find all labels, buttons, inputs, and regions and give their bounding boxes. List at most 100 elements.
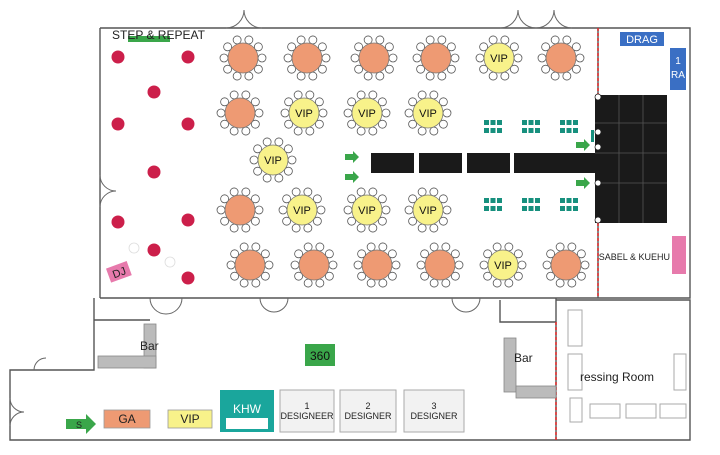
chair bbox=[535, 128, 540, 133]
round-table bbox=[219, 35, 267, 81]
chair bbox=[560, 198, 565, 203]
cocktail-table bbox=[147, 85, 161, 99]
vip-table-label: VIP bbox=[490, 53, 508, 65]
green-arrows bbox=[345, 139, 590, 189]
vip-table-label: VIP bbox=[419, 108, 437, 120]
vip-round-table: VIP bbox=[280, 90, 328, 136]
chair bbox=[484, 206, 489, 211]
designer-1-number: 1 bbox=[304, 401, 309, 411]
round-table bbox=[542, 242, 590, 288]
chair bbox=[573, 206, 578, 211]
cocktail-table bbox=[181, 271, 195, 285]
chair bbox=[535, 198, 540, 203]
chair bbox=[522, 198, 527, 203]
vip-table-label: VIP bbox=[358, 108, 376, 120]
dressing-room-label: ressing Room bbox=[580, 370, 654, 384]
race-label-2: RA bbox=[671, 70, 685, 81]
chair bbox=[528, 198, 534, 203]
arrow-marker bbox=[345, 171, 359, 183]
chair bbox=[528, 206, 534, 211]
chair bbox=[490, 120, 496, 125]
chair bbox=[522, 120, 527, 125]
chair bbox=[497, 128, 502, 133]
booth-360-label: 360 bbox=[310, 349, 330, 363]
door-swings bbox=[9, 9, 573, 427]
round-table bbox=[353, 242, 401, 288]
chair bbox=[484, 128, 489, 133]
vip-check-in bbox=[167, 409, 213, 429]
booth-360 bbox=[305, 344, 335, 366]
round-table bbox=[290, 242, 338, 288]
entrance-label: S bbox=[76, 420, 82, 430]
chair bbox=[490, 198, 496, 203]
ga-label: GA bbox=[118, 412, 135, 426]
round-table bbox=[216, 187, 264, 233]
chair bbox=[566, 120, 572, 125]
chair bbox=[490, 128, 496, 133]
chair bbox=[560, 120, 565, 125]
vip-round-table: VIP bbox=[404, 187, 452, 233]
chair bbox=[566, 128, 572, 133]
entrance-arrow: S bbox=[66, 414, 96, 434]
race-label-1: 1 bbox=[675, 56, 681, 67]
designer-3-number: 3 bbox=[431, 401, 436, 411]
round-table bbox=[350, 35, 398, 81]
round-table bbox=[226, 242, 274, 288]
chair bbox=[573, 120, 578, 125]
chair bbox=[573, 128, 578, 133]
khw-label: KHW bbox=[233, 402, 262, 416]
cocktail-table bbox=[147, 243, 161, 257]
chair bbox=[560, 128, 565, 133]
isabel-kuehu-label: SABEL & KUEHU bbox=[599, 252, 670, 262]
cocktail-table bbox=[181, 50, 195, 64]
vip-round-table: VIP bbox=[475, 35, 523, 81]
arrow-marker bbox=[576, 139, 590, 151]
vip-table-label: VIP bbox=[358, 205, 376, 217]
arrow-marker bbox=[576, 177, 590, 189]
cocktail-tables bbox=[111, 50, 195, 285]
cocktail-outline bbox=[164, 256, 176, 268]
vip-round-table: VIP bbox=[479, 242, 527, 288]
vip-round-table: VIP bbox=[343, 90, 391, 136]
chair bbox=[560, 206, 565, 211]
ga-table bbox=[103, 409, 151, 429]
dj-booth bbox=[105, 261, 132, 283]
cocktail-outline bbox=[128, 242, 140, 254]
designer-booth-1: 1 DESIGNEER bbox=[279, 389, 335, 433]
bar-right bbox=[503, 337, 557, 399]
designer-3-label: DESIGNER bbox=[410, 411, 458, 421]
vip-round-table: VIP bbox=[249, 137, 297, 183]
vip-table-label: VIP bbox=[419, 205, 437, 217]
dj-label: DJ bbox=[111, 265, 128, 281]
chair bbox=[484, 120, 489, 125]
vip-table-label: VIP bbox=[494, 260, 512, 272]
runway bbox=[371, 93, 667, 224]
designer-2-label: DESIGNER bbox=[344, 411, 392, 421]
chair bbox=[535, 120, 540, 125]
chair bbox=[566, 198, 572, 203]
khw-booth: KHW bbox=[220, 390, 274, 432]
cocktail-table bbox=[181, 117, 195, 131]
vip-table-label: VIP bbox=[264, 155, 282, 167]
round-table bbox=[537, 35, 585, 81]
drag-label: DRAG bbox=[626, 34, 658, 46]
chair bbox=[573, 198, 578, 203]
chair bbox=[490, 206, 496, 211]
dressing-room-furniture bbox=[567, 309, 687, 423]
step-repeat-label: STEP & REPEAT bbox=[112, 28, 206, 42]
designer-1-label: DESIGNEER bbox=[280, 411, 334, 421]
bar-left-label: Bar bbox=[140, 339, 159, 353]
vip-round-table: VIP bbox=[343, 187, 391, 233]
chair bbox=[497, 120, 502, 125]
vip-round-table: VIP bbox=[404, 90, 452, 136]
chair bbox=[528, 120, 534, 125]
isabel-kuehu-box bbox=[672, 236, 686, 274]
chair bbox=[535, 206, 540, 211]
round-table bbox=[412, 35, 460, 81]
chair bbox=[528, 128, 534, 133]
cocktail-table bbox=[111, 50, 125, 64]
cocktail-table bbox=[181, 213, 195, 227]
